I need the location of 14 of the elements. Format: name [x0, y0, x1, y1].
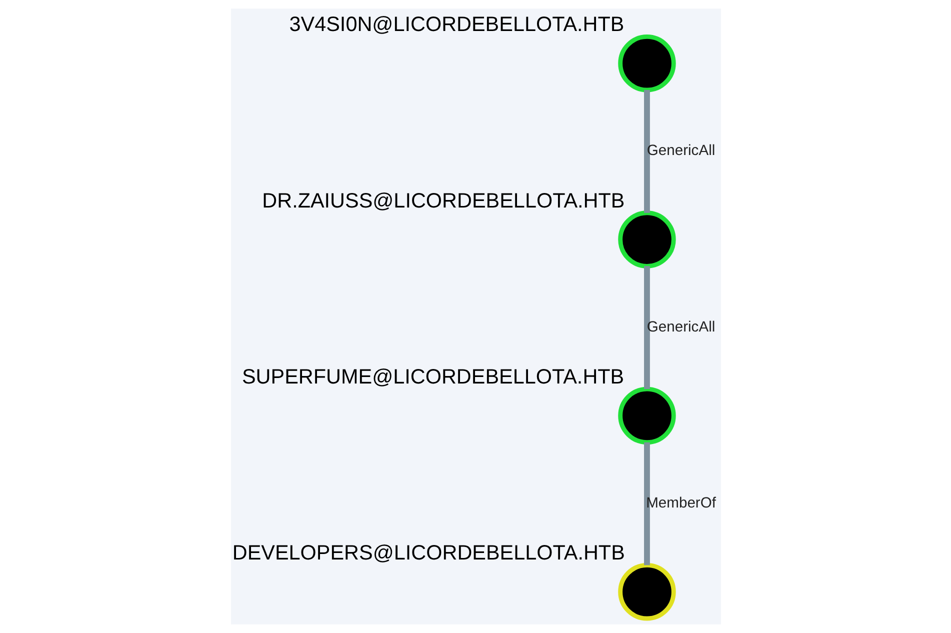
node-label: DR.ZAIUSS@LICORDEBELLOTA.HTB — [262, 189, 624, 212]
node-circle — [618, 562, 676, 621]
node-label: 3V4SI0N@LICORDEBELLOTA.HTB — [288, 13, 624, 36]
edge-label: MemberOf — [646, 495, 716, 512]
connector — [644, 442, 650, 566]
node-circle — [618, 34, 676, 92]
node-label: SUPERFUME@LICORDEBELLOTA.HTB — [241, 365, 624, 388]
connector — [644, 90, 650, 213]
node-circle — [618, 386, 676, 445]
connector — [644, 266, 650, 389]
edge-label: GenericAll — [646, 319, 715, 336]
node-circle — [618, 210, 676, 268]
node-label: DEVELOPERS@LICORDEBELLOTA.HTB — [232, 542, 624, 565]
edge-label: GenericAll — [646, 143, 715, 160]
